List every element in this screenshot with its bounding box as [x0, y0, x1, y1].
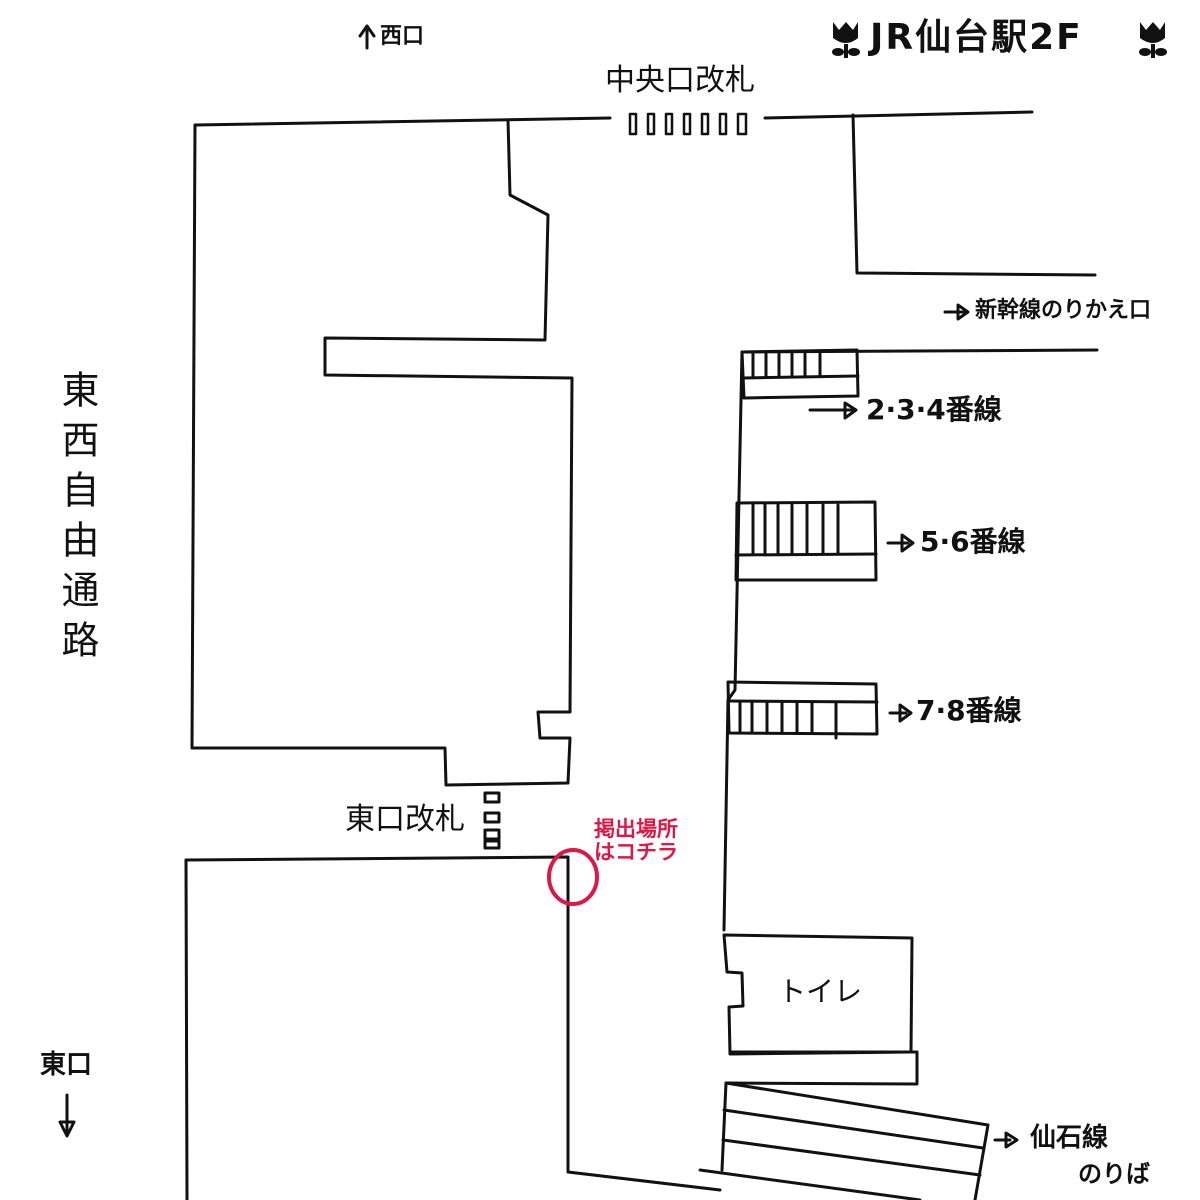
map-title: JR仙台駅2F	[870, 17, 1083, 58]
tulip-icon	[1139, 22, 1167, 58]
east-gate-wall	[184, 855, 722, 1192]
east-gate-label: 東口改札	[345, 802, 465, 837]
arrows	[58, 24, 1019, 1149]
shinkansen-transfer-label: 新幹線のりかえ口	[975, 298, 1152, 323]
arrow-track-2-3-4	[808, 401, 858, 420]
east-left-wall	[184, 858, 189, 1200]
stairs-senseki-line	[698, 1081, 990, 1200]
top-wall-right	[763, 110, 1034, 120]
arrow-shinkansen	[943, 303, 970, 321]
arrow-senseki	[993, 1131, 1019, 1149]
east-west-passage-label: 東西自由通路	[55, 370, 99, 670]
posting-location-label: 掲出場所 はコチラ	[594, 817, 678, 865]
east-gates	[483, 791, 501, 850]
arrow-west-exit	[358, 24, 376, 50]
west-exit-label: 西口	[380, 24, 425, 49]
central-gate-label: 中央口改札	[605, 63, 755, 98]
arrow-track-7-8	[888, 703, 913, 723]
posting-location-line2: はコチラ	[594, 840, 678, 865]
stairs-track-2-3-4	[740, 348, 860, 400]
senseki-platform-label: のりば	[1078, 1160, 1150, 1188]
toilet-room	[722, 933, 919, 1085]
corridor-wall	[722, 350, 744, 932]
senseki-line-label: 仙石線	[1030, 1123, 1109, 1153]
stairs-track-5-6	[734, 500, 878, 582]
central-gates	[628, 112, 748, 136]
track-2-3-4-label: 2·3·4番線	[866, 393, 1002, 426]
stairs-track-7-8	[726, 680, 879, 740]
tulip-icon	[832, 22, 860, 58]
track-5-6-label: 5·6番線	[920, 525, 1026, 558]
posting-location-line1: 掲出場所	[594, 817, 678, 841]
posting-location-marker	[547, 848, 599, 906]
east-exit-label: 東口	[40, 1050, 93, 1080]
top-wall-left	[193, 116, 612, 127]
arrow-east-exit	[58, 1093, 76, 1138]
upper-right-room	[851, 113, 1097, 277]
track-7-8-label: 7·8番線	[916, 694, 1022, 727]
arrow-track-5-6	[886, 533, 915, 553]
toilet-label: トイレ	[778, 975, 863, 1008]
west-block-outline	[190, 118, 574, 787]
